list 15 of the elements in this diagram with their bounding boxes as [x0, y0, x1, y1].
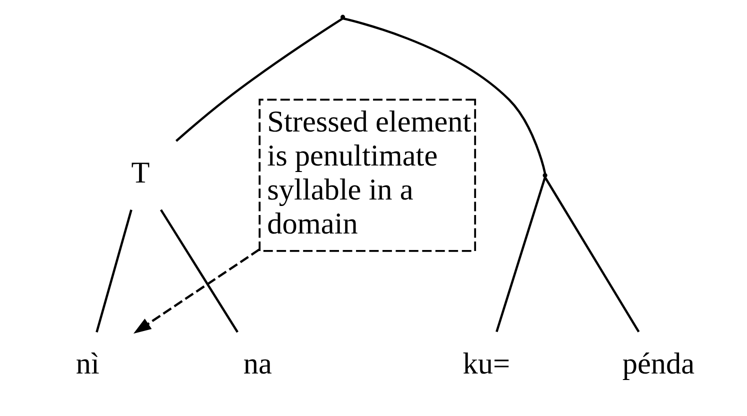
connector: [544, 176, 640, 332]
node-box: Stressed element is penultimate syllable in a domain: [258, 98, 476, 252]
connector: [175, 18, 344, 142]
node-point: [340, 14, 346, 20]
connector: [160, 209, 238, 333]
node-text: T: [131, 156, 150, 190]
node-text: pénda: [622, 346, 695, 380]
arrow: [133, 248, 260, 334]
node-point: [542, 173, 548, 178]
connector: [496, 177, 546, 332]
node-text: ku=: [462, 346, 510, 380]
connector: [96, 210, 132, 332]
node-text: nì: [76, 346, 100, 380]
connector: [342, 17, 546, 174]
node-text: na: [243, 346, 272, 380]
